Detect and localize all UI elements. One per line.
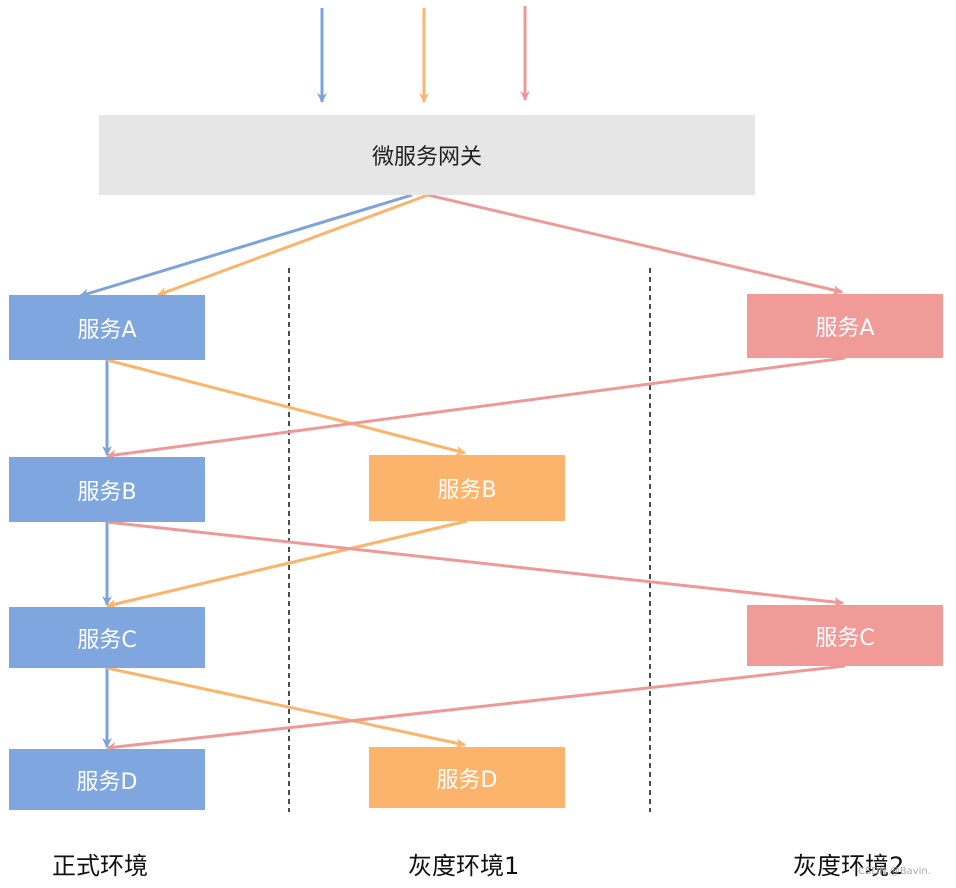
gateway-label: 微服务网关 — [371, 145, 482, 170]
prod-service-d: 服务D — [9, 749, 205, 810]
microservice-gateway: 微服务网关 — [99, 115, 755, 195]
gray2-env-label: 灰度环境2 — [793, 852, 905, 880]
prod-service-d-label: 服务D — [76, 769, 138, 795]
prod-a-to-gray1-b-orange — [106, 358, 466, 456]
gray1-service-d-label: 服务D — [436, 767, 498, 793]
gateway-to-prod-a-blue — [79, 193, 413, 299]
prod-service-c-label: 服务C — [77, 627, 137, 653]
prod-c-to-gray1-d-orange — [106, 666, 466, 748]
gray1-service-d: 服务D — [369, 747, 565, 808]
prod-service-a-label: 服务A — [77, 317, 137, 343]
gateway-to-gray2-a-pink — [427, 193, 843, 295]
prod-service-c: 服务C — [9, 607, 205, 668]
gray2-service-c: 服务C — [747, 605, 943, 666]
gray2-a-to-prod-b-pink — [106, 356, 846, 460]
gray2-service-c-label: 服务C — [815, 625, 875, 651]
gray1-b-to-prod-c-orange — [106, 519, 468, 609]
gray2-service-a-label: 服务A — [815, 316, 875, 341]
prod-service-a: 服务A — [9, 295, 205, 360]
gateway-to-prod-a-orange — [157, 193, 429, 297]
prod-service-b: 服务B — [9, 457, 205, 522]
prod-service-b-label: 服务B — [77, 479, 137, 505]
gray2-service-a: 服务A — [747, 294, 943, 358]
watermark: CSDN @Bavin. — [858, 866, 931, 877]
prod-env-label: 正式环境 — [52, 852, 148, 880]
prod-b-to-gray2-c-pink — [106, 520, 844, 607]
gray2-c-to-prod-d-pink — [106, 664, 846, 752]
gray1-service-b: 服务B — [369, 455, 565, 521]
gray1-env-label: 灰度环境1 — [408, 852, 520, 880]
gray1-service-b-label: 服务B — [437, 478, 497, 503]
